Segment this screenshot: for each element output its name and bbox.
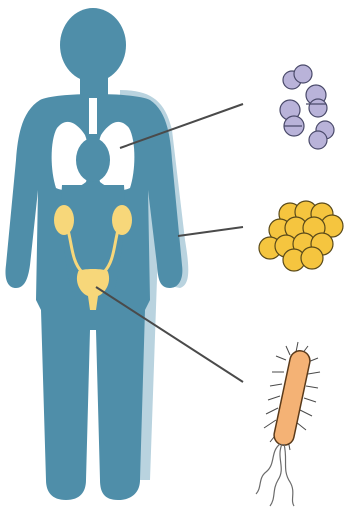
rod-bacterium: [256, 342, 320, 506]
trachea: [89, 98, 97, 134]
diplococci-cluster: [280, 65, 334, 149]
coccus: [294, 65, 312, 83]
rod-body: [272, 349, 312, 447]
coccus: [301, 247, 323, 269]
right-kidney: [112, 205, 132, 235]
heart: [76, 138, 110, 182]
leader-line-skin: [178, 227, 243, 236]
staphylococci-cluster: [259, 201, 343, 271]
coccus: [309, 131, 327, 149]
left-kidney: [54, 205, 74, 235]
head: [60, 8, 126, 82]
coccus: [309, 99, 327, 117]
flagella: [256, 444, 294, 506]
